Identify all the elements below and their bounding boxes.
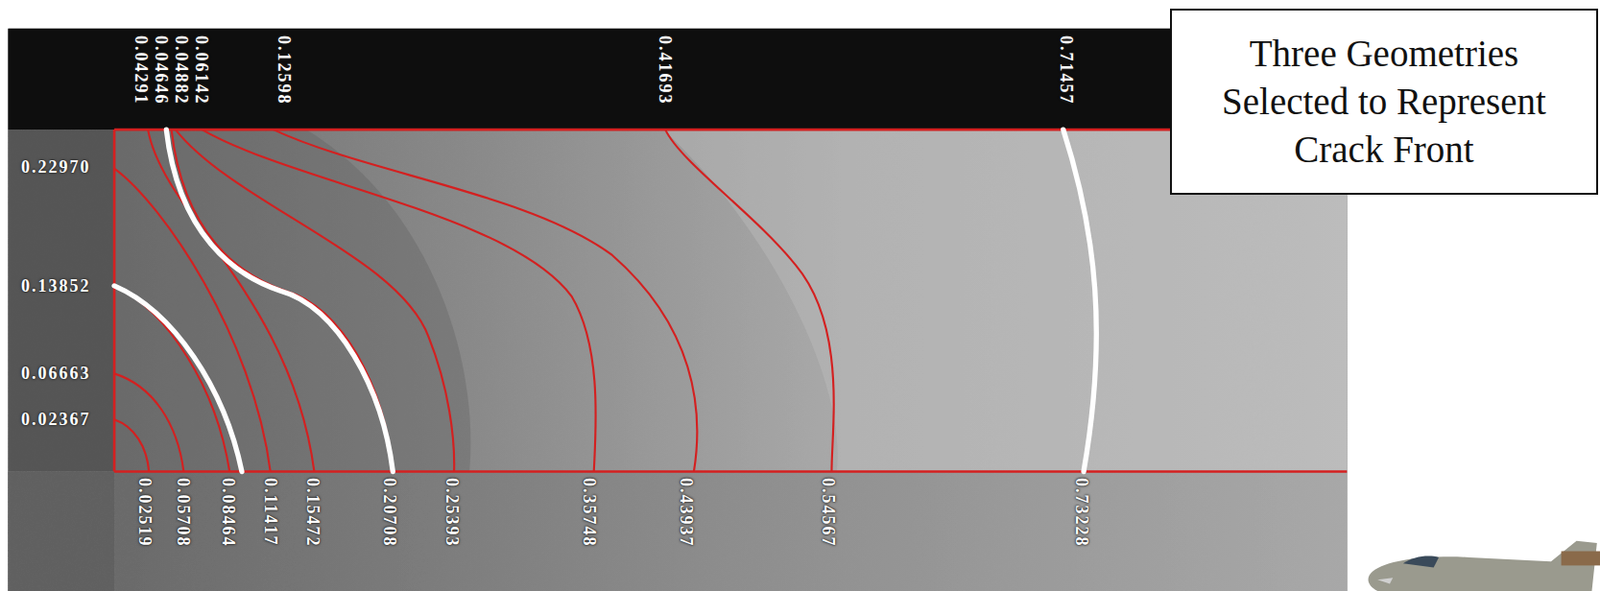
crack-depth-label: 0.11417 (261, 477, 281, 548)
crack-depth-label: 0.04882 (171, 35, 192, 106)
crack-depth-label: 0.71457 (1056, 35, 1076, 106)
crack-depth-label: 0.06142 (191, 35, 212, 106)
crack-depth-label: 0.20708 (380, 477, 400, 549)
crack-depth-label: 0.25393 (442, 477, 462, 549)
crack-depth-label: 0.08464 (218, 477, 239, 549)
crack-depth-label: 0.04291 (131, 35, 151, 106)
crack-depth-label: 0.05708 (173, 477, 193, 549)
dimension-label: 0.22970 (21, 157, 92, 177)
dimension-label: 0.02367 (21, 409, 92, 430)
crack-depth-label: 0.41693 (655, 35, 675, 106)
crack-depth-label: 0.73228 (1072, 477, 1092, 549)
dimension-label: 0.06663 (21, 363, 92, 383)
caption-text: Three Geometries Selected to Represent C… (1201, 29, 1567, 174)
crack-depth-label: 0.15472 (303, 477, 323, 549)
dimension-label: 0.13852 (21, 276, 92, 296)
crack-depth-label: 0.35748 (579, 477, 599, 549)
caption-box: Three Geometries Selected to Represent C… (1170, 8, 1599, 195)
crack-depth-label: 0.12598 (274, 35, 294, 106)
crack-depth-label: 0.54567 (818, 477, 838, 549)
crack-depth-label: 0.43937 (676, 477, 696, 549)
aircraft-picture (1368, 541, 1600, 591)
crack-depth-label: 0.02519 (135, 477, 155, 549)
crack-depth-label: 0.04646 (151, 35, 171, 106)
